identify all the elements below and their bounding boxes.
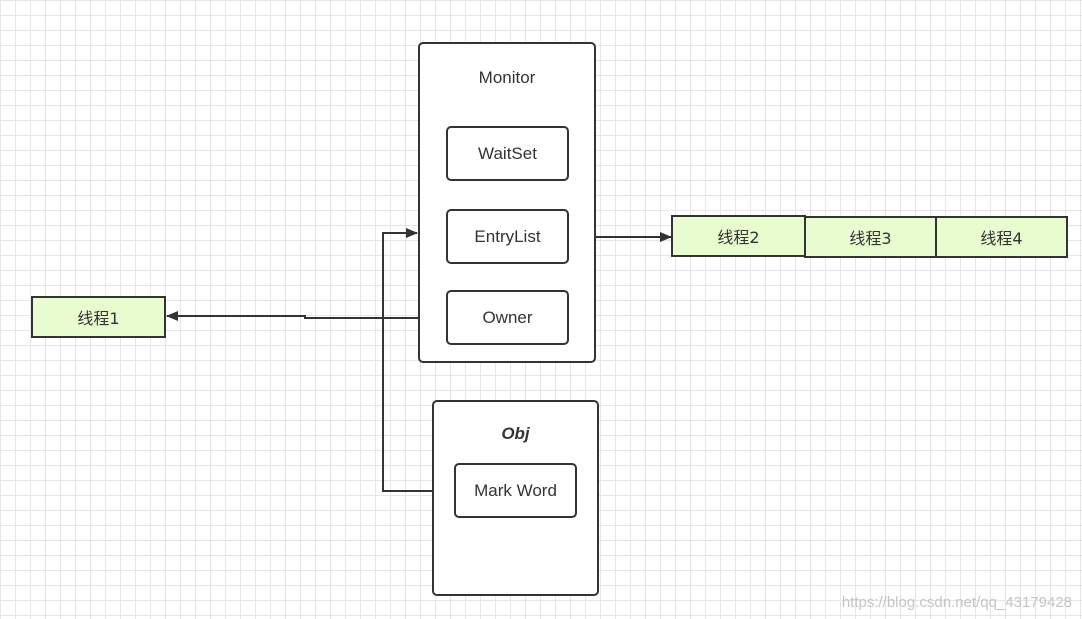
- watermark: https://blog.csdn.net/qq_43179428: [841, 594, 1072, 611]
- monitor-title: Monitor: [478, 68, 536, 87]
- owner-box: Owner: [446, 290, 569, 345]
- thread1-box: 线程1: [31, 296, 166, 338]
- waitset-box: WaitSet: [446, 126, 569, 181]
- thread2-box: 线程2: [671, 215, 806, 257]
- thread3-box: 线程3: [804, 216, 937, 258]
- thread4-box: 线程4: [935, 216, 1068, 258]
- markword-box: Mark Word: [454, 463, 577, 518]
- entrylist-box: EntryList: [446, 209, 569, 264]
- obj-title: Obj: [501, 424, 530, 443]
- markword-to-monitor-arrow: [382, 228, 455, 492]
- owner-to-thread1-arrow: [166, 311, 446, 321]
